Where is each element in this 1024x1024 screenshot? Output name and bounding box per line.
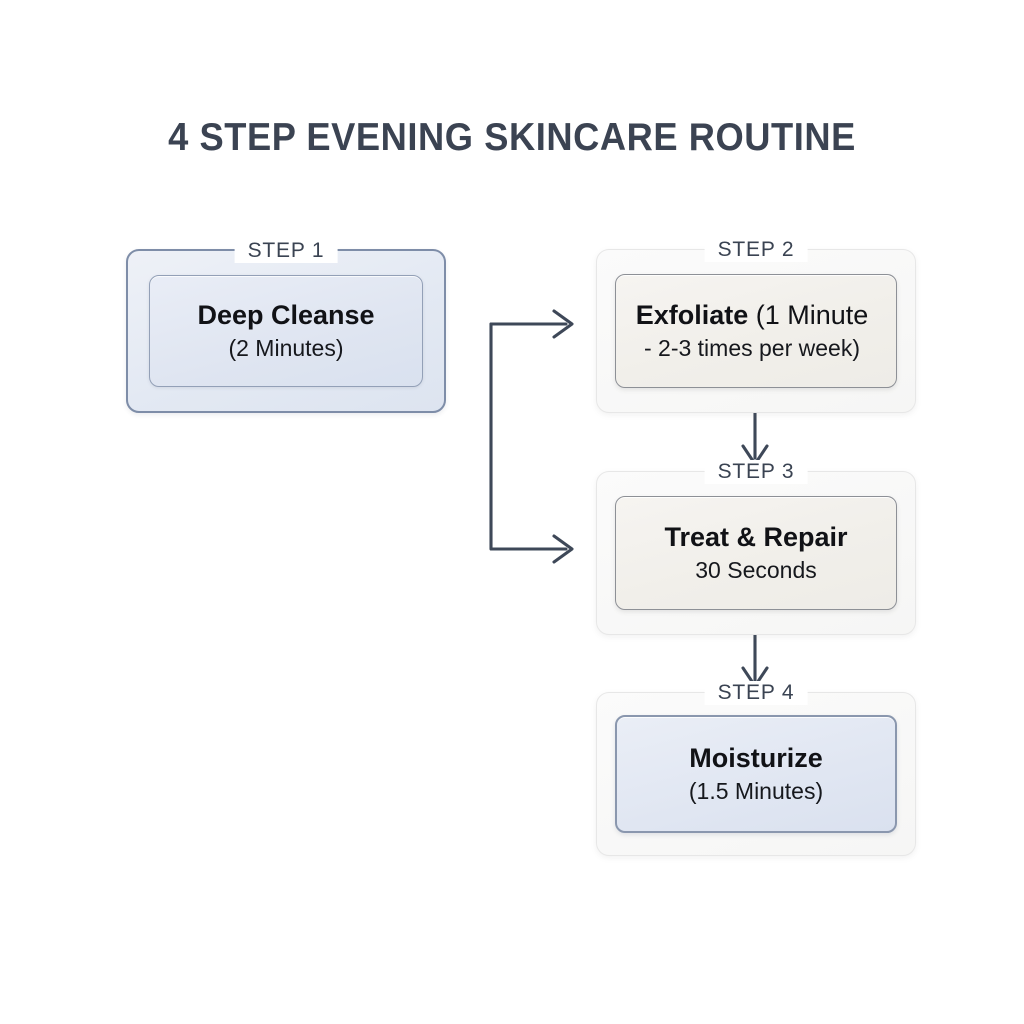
step-subtitle-3: 30 Seconds bbox=[695, 557, 817, 583]
step-title-text-1: Deep Cleanse bbox=[197, 300, 375, 330]
connector-step3-to-step4 bbox=[741, 632, 769, 688]
step-card-3[interactable]: STEP 3 Treat & Repair 30 Seconds bbox=[596, 460, 916, 635]
step-title-text-3: Treat & Repair bbox=[664, 522, 848, 552]
connector-step1-to-step2 bbox=[489, 309, 574, 339]
step-subtitle-4: (1.5 Minutes) bbox=[688, 778, 824, 804]
step-body-4: Moisturize (1.5 Minutes) bbox=[615, 715, 897, 833]
step-title-3: Treat & Repair bbox=[664, 520, 847, 554]
page-title: 4 STEP EVENING SKINCARE ROUTINE bbox=[168, 116, 856, 159]
step-subtitle-2: - 2-3 times per week) bbox=[643, 335, 860, 361]
step-legend-2: STEP 2 bbox=[704, 238, 808, 262]
step-body-1: Deep Cleanse (2 Minutes) bbox=[149, 275, 423, 387]
step-card-2[interactable]: STEP 2 Exfoliate (1 Minute - 2-3 times p… bbox=[596, 238, 916, 413]
step-body-3: Treat & Repair 30 Seconds bbox=[615, 496, 897, 610]
step-title-2: Exfoliate (1 Minute bbox=[636, 298, 869, 332]
step-title-4: Moisturize bbox=[689, 741, 823, 775]
step-title-text-2: Exfoliate bbox=[635, 300, 749, 330]
step-title-text-4: Moisturize bbox=[689, 743, 823, 773]
step-body-2: Exfoliate (1 Minute - 2-3 times per week… bbox=[615, 274, 897, 388]
step-legend-3: STEP 3 bbox=[704, 460, 808, 484]
step-title-suffix-2: (1 Minute bbox=[748, 300, 869, 330]
step-card-4[interactable]: STEP 4 Moisturize (1.5 Minutes) bbox=[596, 681, 916, 856]
step-card-1[interactable]: STEP 1 Deep Cleanse (2 Minutes) bbox=[126, 239, 446, 413]
connector-step1-to-step3 bbox=[489, 322, 574, 564]
step-subtitle-1: (2 Minutes) bbox=[228, 335, 344, 361]
step-title-1: Deep Cleanse bbox=[197, 298, 374, 332]
connector-step2-to-step3 bbox=[741, 410, 769, 466]
step-legend-1: STEP 1 bbox=[234, 239, 338, 263]
step-legend-4: STEP 4 bbox=[704, 681, 808, 705]
